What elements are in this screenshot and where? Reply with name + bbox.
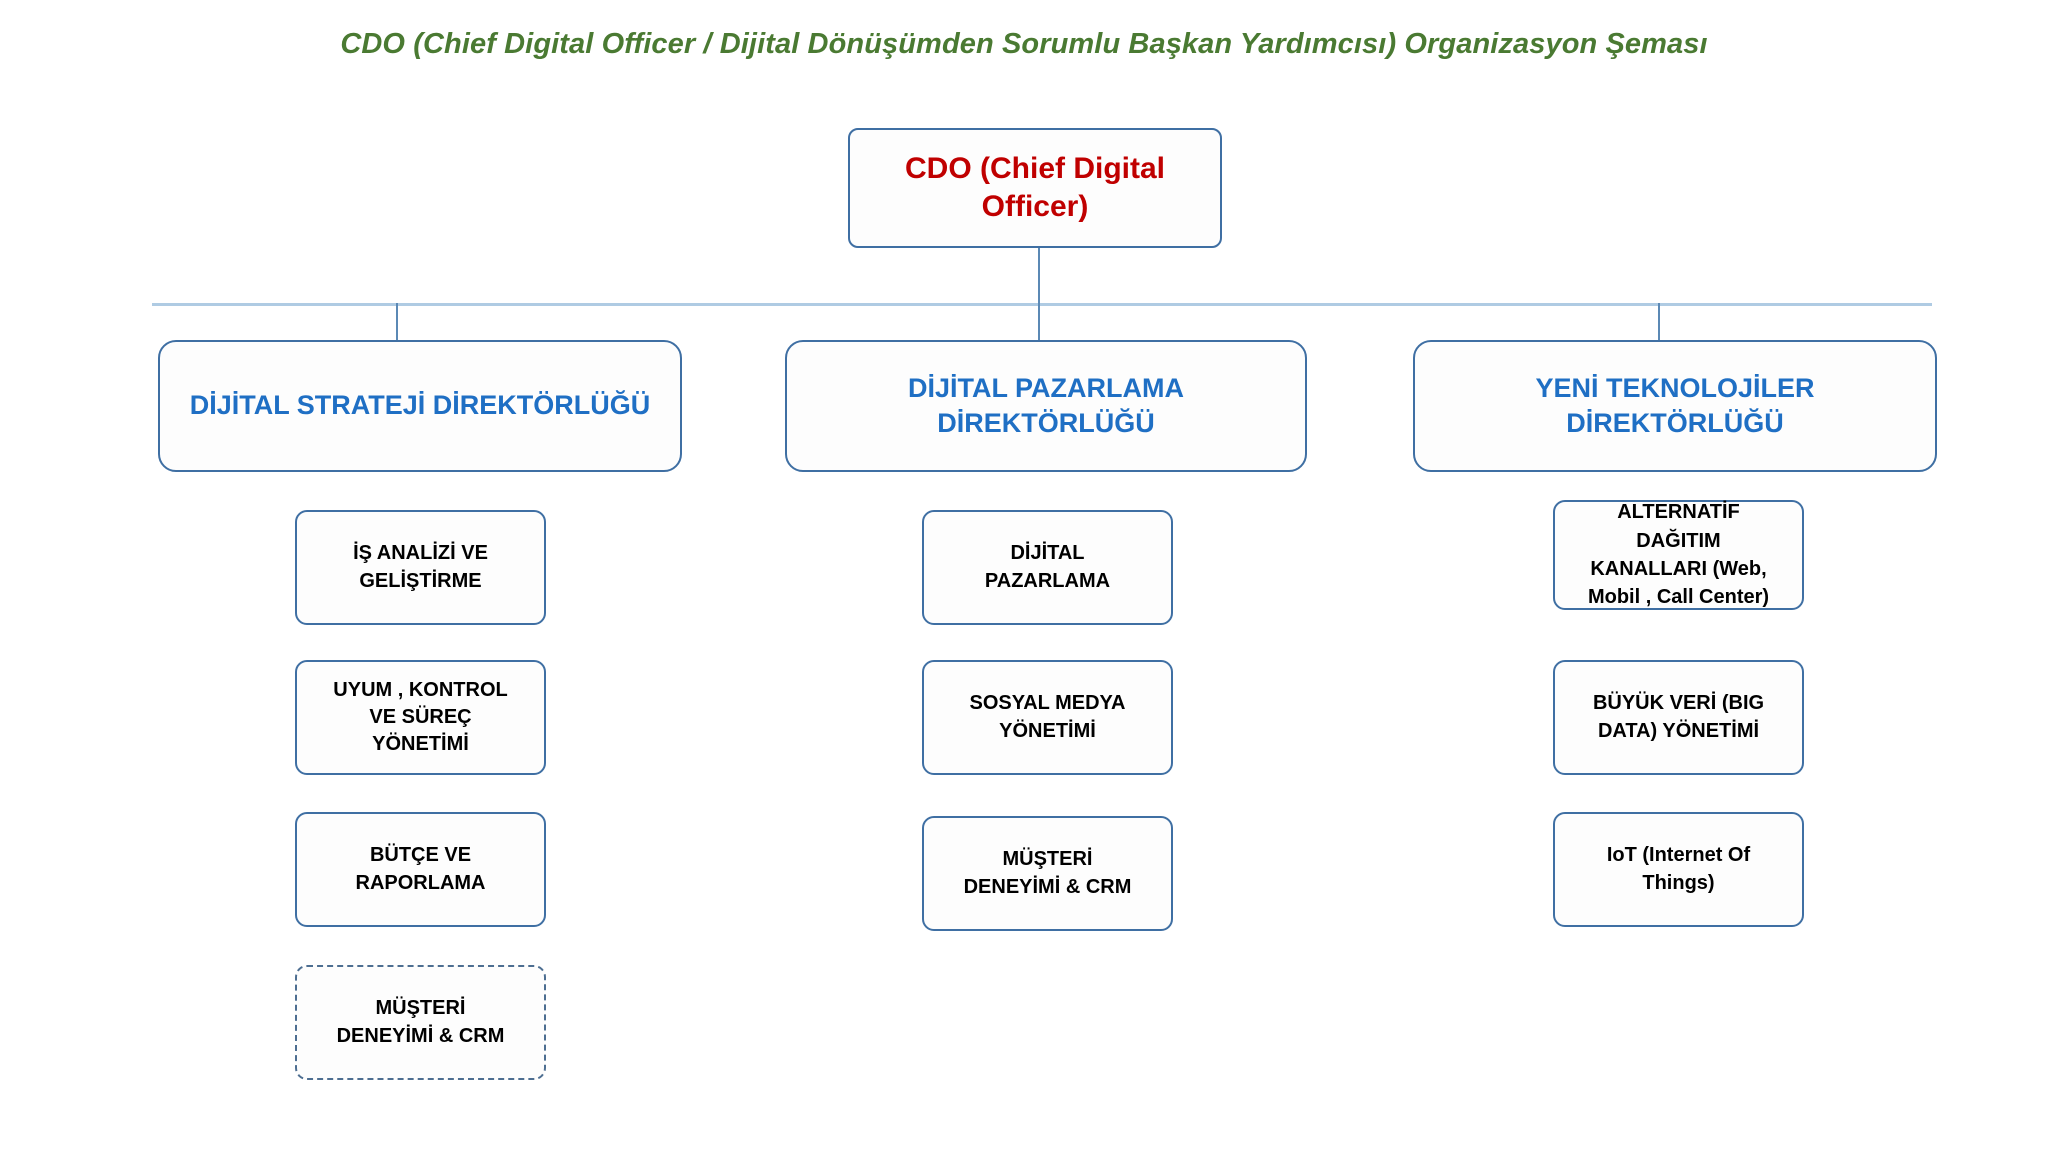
leaf-node-label: IoT (Internet Of Things) [1606,844,1751,894]
leaf-node[interactable]: İŞ ANALİZİ VE GELİŞTİRME [295,510,546,625]
node-director-new-technologies[interactable]: YENİ TEKNOLOJİLER DİREKTÖRLÜĞÜ [1413,340,1937,472]
node-director-digital-strategy-label: DİJİTAL STRATEJİ DİREKTÖRLÜĞÜ [189,390,651,421]
leaf-node[interactable]: BÜYÜK VERİ (BIG DATA) YÖNETİMİ [1553,660,1804,775]
leaf-node-label: UYUM , KONTROL VE SÜREÇ YÖNETİMİ [333,678,508,756]
node-cdo-root-label: CDO (Chief Digital Officer) [905,151,1165,223]
leaf-node-label: ALTERNATİF DAĞITIM KANALLARI (Web, Mobil… [1587,501,1770,609]
leaf-node-label: BÜTÇE VE RAPORLAMA [355,844,486,894]
leaf-node[interactable]: SOSYAL MEDYA YÖNETİMİ [922,660,1173,775]
node-director-digital-marketing-label: DİJİTAL PAZARLAMA DİREKTÖRLÜĞÜ [908,372,1184,438]
leaf-node[interactable]: MÜŞTERİ DENEYİMİ & CRM [295,965,546,1080]
connector-drop-column-1 [396,303,398,343]
node-cdo-root[interactable]: CDO (Chief Digital Officer) [848,128,1222,248]
leaf-node[interactable]: IoT (Internet Of Things) [1553,812,1804,927]
leaf-node[interactable]: DİJİTAL PAZARLAMA [922,510,1173,625]
node-director-digital-marketing[interactable]: DİJİTAL PAZARLAMA DİREKTÖRLÜĞÜ [785,340,1307,472]
leaf-node-label: DİJİTAL PAZARLAMA [984,542,1111,592]
leaf-node[interactable]: BÜTÇE VE RAPORLAMA [295,812,546,927]
leaf-node[interactable]: UYUM , KONTROL VE SÜREÇ YÖNETİMİ [295,660,546,775]
leaf-node-label: BÜYÜK VERİ (BIG DATA) YÖNETİMİ [1592,692,1765,742]
leaf-node-label: İŞ ANALİZİ VE GELİŞTİRME [353,542,488,592]
page-title: CDO (Chief Digital Officer / Dijital Dön… [340,28,1708,60]
leaf-node[interactable]: MÜŞTERİ DENEYİMİ & CRM [922,816,1173,931]
node-director-digital-strategy[interactable]: DİJİTAL STRATEJİ DİREKTÖRLÜĞÜ [158,340,682,472]
leaf-node-label: MÜŞTERİ DENEYİMİ & CRM [336,997,505,1047]
node-director-new-technologies-label: YENİ TEKNOLOJİLER DİREKTÖRLÜĞÜ [1535,372,1815,438]
leaf-node-label: SOSYAL MEDYA YÖNETİMİ [969,692,1126,742]
connector-drop-column-2 [1038,303,1040,343]
connector-horizontal-bus [152,303,1932,306]
connector-root-to-bus [1038,248,1040,306]
leaf-node-label: MÜŞTERİ DENEYİMİ & CRM [963,848,1132,898]
connector-drop-column-3 [1658,303,1660,343]
leaf-node[interactable]: ALTERNATİF DAĞITIM KANALLARI (Web, Mobil… [1553,500,1804,610]
